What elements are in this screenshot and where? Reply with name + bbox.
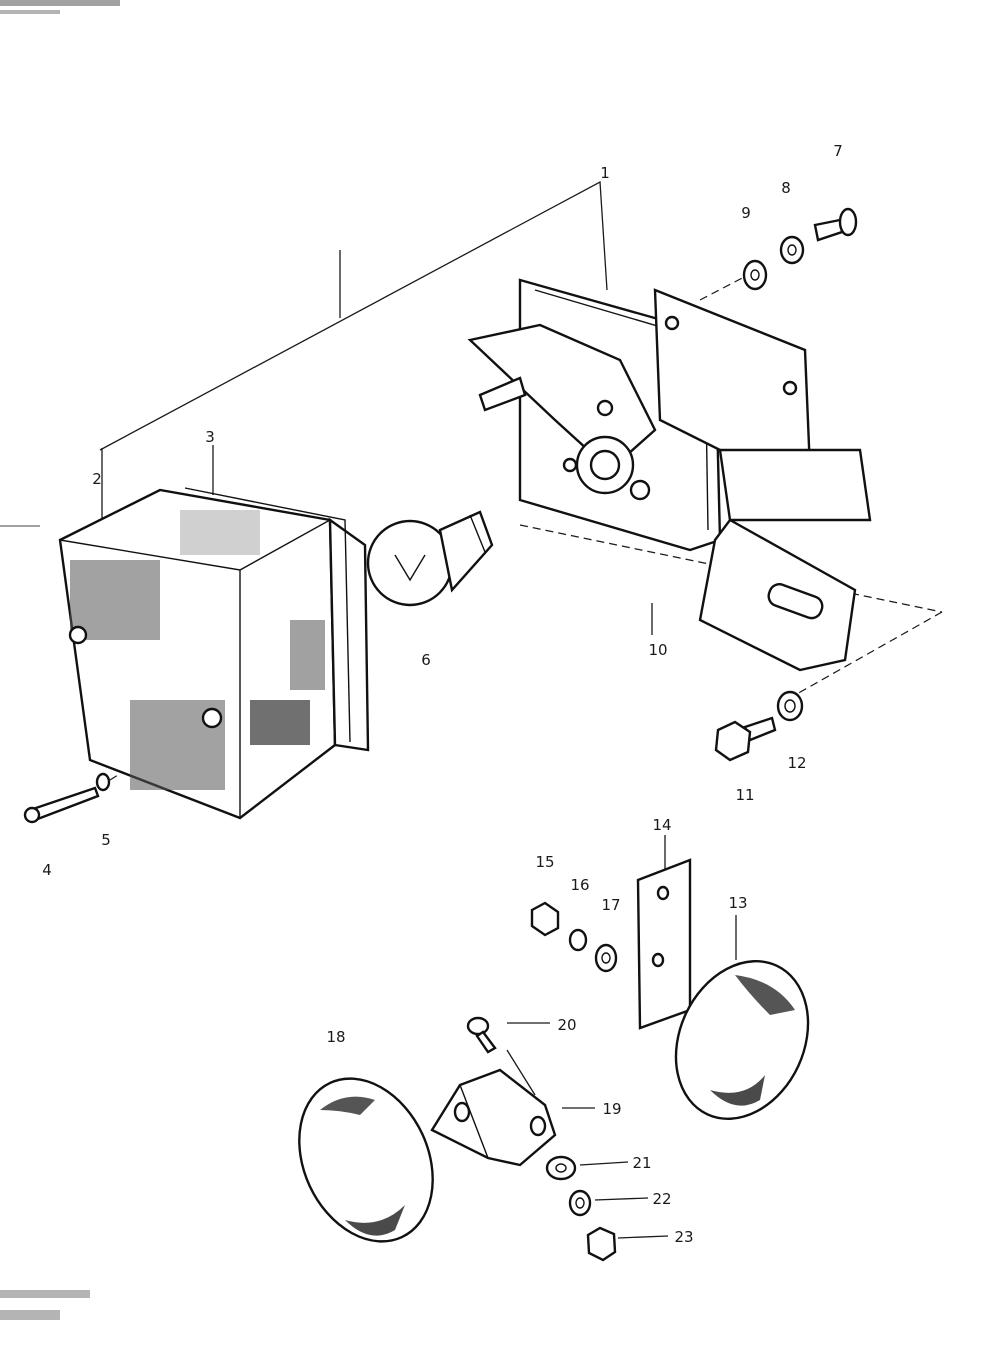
part-label-19: 19: [602, 1100, 621, 1118]
housing-bolt: [813, 207, 858, 242]
scan-noise: [0, 0, 120, 1320]
bracket-bolt: [714, 716, 777, 762]
part-label-3: 3: [205, 428, 215, 446]
nut: [586, 1226, 617, 1262]
part-label-14: 14: [652, 816, 671, 834]
part-label-7: 7: [833, 142, 843, 160]
reflector-left: [298, 1077, 434, 1243]
lock-washer: [568, 928, 588, 952]
part-label-23: 23: [674, 1228, 693, 1246]
tail-lens-housing: [58, 487, 370, 820]
bracket-assembly: [467, 278, 872, 672]
part-label-22: 22: [652, 1190, 671, 1208]
washer: [594, 943, 618, 973]
lens-screw: [23, 786, 100, 824]
lens-screw-washer: [95, 772, 111, 792]
tail-bulb: [366, 510, 494, 607]
part-label-20: 20: [557, 1016, 576, 1034]
part-label-6: 6: [421, 651, 431, 669]
part-label-21: 21: [632, 1154, 651, 1172]
part-label-12: 12: [787, 754, 806, 772]
part-label-17: 17: [601, 896, 620, 914]
part-label-8: 8: [781, 179, 791, 197]
washer: [545, 1155, 577, 1181]
part-label-9: 9: [741, 204, 751, 222]
nut: [530, 901, 560, 937]
bracket-screw: [466, 1016, 497, 1054]
lock-washer: [568, 1189, 592, 1217]
flat-washer: [742, 259, 768, 291]
part-label-13: 13: [728, 894, 747, 912]
part-label-16: 16: [570, 876, 589, 894]
part-label-11: 11: [735, 786, 754, 804]
part-label-15: 15: [535, 853, 554, 871]
part-label-2: 2: [92, 470, 102, 488]
reflector-right: [674, 959, 810, 1121]
part-label-5: 5: [101, 831, 111, 849]
lock-washer: [779, 235, 805, 265]
part-label-18: 18: [326, 1028, 345, 1046]
bracket-washer: [776, 690, 804, 722]
part-labels: 1 2 3 4 5 6 7 8 9 10 11 12 13 14 15 16 1…: [42, 142, 843, 1246]
reflector-plate: [636, 858, 692, 1030]
reflector-bracket: [430, 1068, 557, 1167]
part-label-1: 1: [600, 164, 610, 182]
part-label-4: 4: [42, 861, 52, 879]
part-label-10: 10: [648, 641, 667, 659]
